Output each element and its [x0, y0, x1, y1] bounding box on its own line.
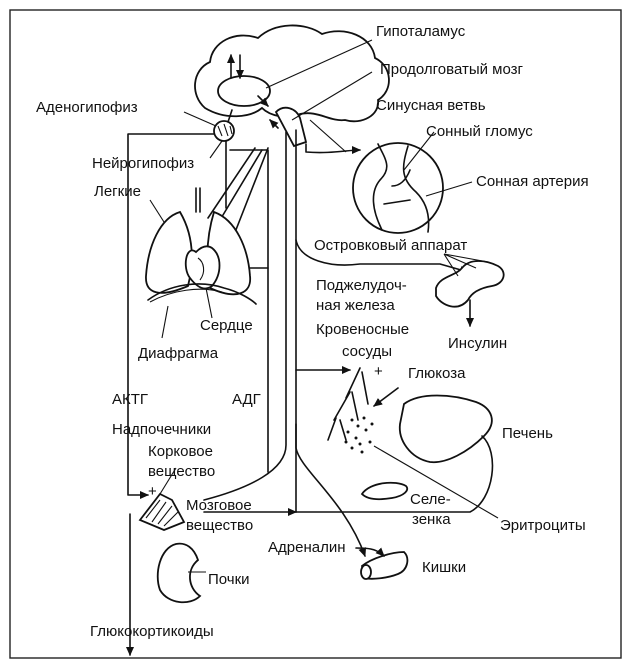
pancreas-label-1: Поджелудоч- [316, 277, 407, 294]
heart-label: Сердце [200, 317, 253, 334]
diaphragm-pointer [162, 306, 168, 338]
kidneys-label: Почки [208, 571, 250, 588]
spleen-label-2: зенка [412, 511, 451, 528]
adenohypophysis-pointer [184, 112, 216, 126]
heart-shape [186, 246, 220, 288]
intestine-end [361, 565, 371, 579]
intestine-label: Кишки [422, 559, 466, 576]
carotid-circle [353, 143, 443, 233]
neurohypophysis-label: Нейрогипофиз [92, 155, 194, 172]
adrenals-label: Надпочечники [112, 421, 211, 438]
adh-label: АДГ [232, 391, 261, 408]
glucocorticoids-label: Глюкокортикоиды [90, 623, 214, 640]
hypothalamus-shape [218, 76, 270, 106]
medulla-adrenal-label-1: Мозговое [186, 497, 252, 514]
carotid-body-label: Сонный гломус [426, 123, 533, 140]
erythrocytes-dots [345, 417, 374, 454]
left-lung-shape [146, 212, 192, 293]
vessels-label-2: сосуды [342, 343, 392, 360]
diaphragm-label: Диафрагма [138, 345, 219, 362]
hypothalamus-label: Гипоталамус [376, 23, 466, 40]
carotid-artery-label: Сонная артерия [476, 173, 589, 190]
spleen-label-1: Селе- [410, 491, 451, 508]
liver-label: Печень [502, 425, 553, 442]
adrenaline-label: Адреналин [268, 539, 345, 556]
liver-shape [400, 396, 492, 463]
neurohypophysis-pointer [210, 141, 222, 158]
heart-pointer [206, 288, 212, 318]
plus-sign-adrenal: + [148, 483, 157, 500]
erythrocytes-label: Эритроциты [500, 517, 586, 534]
brain-outline [195, 25, 389, 121]
cortex-label-2: вещество [148, 463, 215, 480]
plus-sign-vessels: + [374, 363, 383, 380]
glucose-arrow [374, 388, 398, 406]
cortex-label-1: Корковое [148, 443, 213, 460]
vagus-nerve [204, 132, 286, 500]
acth-label: АКТГ [112, 391, 148, 408]
nerve-to-lungs [208, 148, 255, 218]
lungs-label: Легкие [94, 183, 141, 200]
islets-label: Островковый аппарат [314, 237, 467, 254]
medulla-adrenal-label-2: вещество [186, 517, 253, 534]
sinus-branch-label: Синусная ветвь [376, 97, 486, 114]
vessels-label-1: Кровеносные [316, 321, 409, 338]
medulla-label: Продолговатый мозг [380, 61, 524, 78]
adrenaline-arrow [356, 548, 384, 556]
spleen-shape [362, 483, 407, 499]
pancreas-label-2: ная железа [316, 297, 395, 314]
glucose-label: Глюкоза [408, 365, 466, 382]
blood-vessel-shape [328, 368, 368, 440]
small-arrow-icon [270, 120, 278, 128]
adh-pathway [226, 141, 268, 472]
kidney-shape [158, 544, 200, 603]
sinus-branch-nerve [306, 144, 360, 153]
insulin-label: Инсулин [448, 335, 507, 352]
nerve-to-heart [232, 148, 268, 240]
trachea [196, 188, 200, 212]
lungs-pointer [150, 200, 164, 222]
adenohypophysis-label: Аденогипофиз [36, 99, 138, 116]
